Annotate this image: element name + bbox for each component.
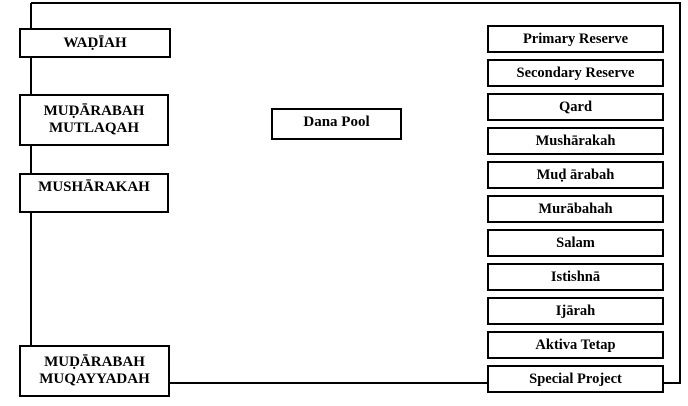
mudarabah-mutlaqah-label-2: MUTLAQAH [49,120,139,136]
mudarabah-mutlaqah-label-1: MUḌĀRABAH [43,103,145,119]
use-label-murabahah: Murābahah [538,200,613,217]
use-box-qard: Qard [487,93,664,121]
outer-frame-line [31,2,681,384]
use-box-ijarah: Ijārah [487,297,664,325]
wadiah-box: WAḌĪAH [19,28,171,58]
use-label-primary-reserve: Primary Reserve [522,30,629,47]
use-box-mudarabah: Muḍ ārabah [487,161,664,189]
use-label-musharakah: Mushārakah [535,132,616,149]
wadiah-label: WAḌĪAH [63,34,127,51]
use-box-istishna: Istishnā [487,263,664,291]
mudarabah-muqayyadah-label-1: MUḌĀRABAH [44,354,145,370]
use-box-musharakah: Mushārakah [487,127,664,155]
use-box-murabahah: Murābahah [487,195,664,223]
mudarabah-muqayyadah-label-2: MUQAYYADAH [39,371,150,387]
dana-pool-label: Dana Pool [303,114,370,130]
use-label-mudarabah: Muḍ ārabah [536,166,615,183]
use-box-salam: Salam [487,229,664,257]
use-label-istishna: Istishnā [550,268,601,285]
use-box-primary-reserve: Primary Reserve [487,25,664,53]
use-label-secondary-reserve: Secondary Reserve [516,64,635,81]
use-label-special-project: Special Project [529,370,622,387]
use-box-aktiva-tetap: Aktiva Tetap [487,331,664,359]
use-label-aktiva-tetap: Aktiva Tetap [535,336,616,353]
mudarabah-mutlaqah-box: MUḌĀRABAH MUTLAQAH [19,94,169,146]
use-label-qard: Qard [558,98,593,115]
mudarabah-muqayyadah-box: MUḌĀRABAH MUQAYYADAH [19,345,170,397]
dana-pool-box: Dana Pool [271,108,402,140]
musharakah-box: MUSHĀRAKAH [19,173,169,213]
use-box-secondary-reserve: Secondary Reserve [487,59,664,87]
musharakah-label: MUSHĀRAKAH [38,179,150,195]
use-label-salam: Salam [556,234,595,251]
use-box-special-project: Special Project [487,365,664,393]
use-label-ijarah: Ijārah [555,302,596,319]
